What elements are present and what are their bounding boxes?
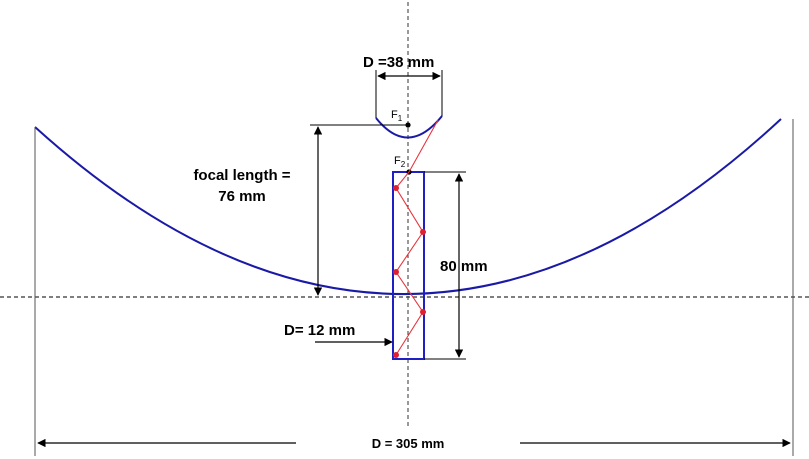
focus-2-subscript: 2 — [401, 160, 406, 169]
receiver-diameter-label: D= 12 mm — [284, 322, 355, 339]
focus-1-point — [405, 122, 411, 128]
receiver-length-label: 80 mm — [440, 258, 488, 275]
ray-reflection-dot — [420, 229, 426, 235]
ray-reflection-dot — [393, 269, 399, 275]
ray-reflection-dot — [393, 352, 399, 358]
ray-reflection-dot — [420, 309, 426, 315]
focal-length-label-line2: 76 mm — [218, 188, 266, 205]
focal-length-label-line1: focal length = — [193, 167, 290, 184]
reflected-ray-path — [395, 119, 439, 356]
focus-1-label: F1 — [391, 109, 403, 123]
dish-diameter-label: D = 305 mm — [372, 436, 445, 451]
ray-reflection-dot — [393, 185, 399, 191]
focus-2-letter: F — [394, 155, 401, 167]
focus-1-letter: F — [391, 109, 398, 121]
primary-parabolic-mirror — [34, 118, 782, 295]
secondary-diameter-label: D =38 mm — [363, 54, 434, 71]
focus-1-subscript: 1 — [398, 114, 403, 123]
focus-2-label: F2 — [394, 155, 406, 169]
